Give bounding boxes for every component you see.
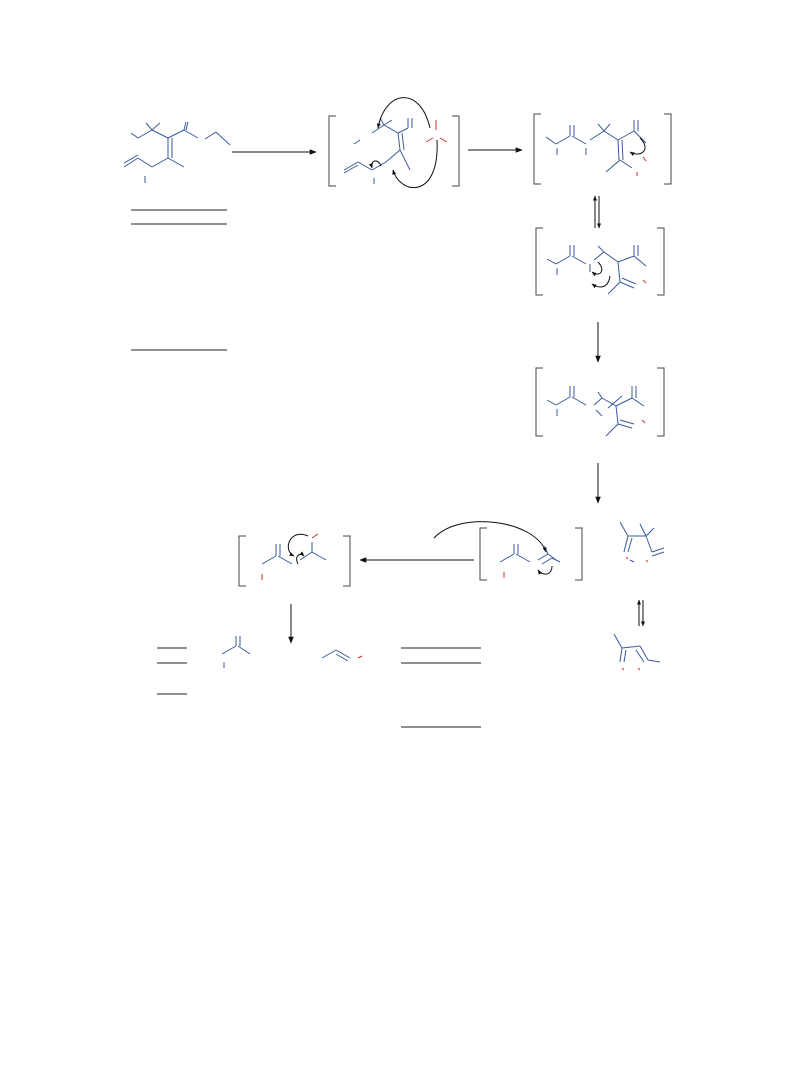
electron-push-arrow [368, 160, 382, 169]
fragmentation-intermediate-structure [499, 544, 561, 565]
intermediate-1-bracket [328, 115, 460, 187]
electron-push-arrow [433, 521, 547, 553]
reagent-rules-left [131, 209, 227, 351]
byproduct-ester-heteroatom [357, 655, 363, 659]
electron-push-arrow [591, 275, 611, 289]
intermediate-3-heteroatom [642, 279, 647, 284]
intermediate-1-heteroatoms [425, 120, 448, 143]
electron-push-arrow [376, 97, 431, 129]
dihydroisoxazole-heteroatoms [625, 556, 649, 563]
electron-push-arrow [537, 565, 553, 575]
reagent-rules-lower [157, 647, 481, 728]
isoxazole-product-structure [613, 633, 661, 663]
electron-push-arrow [296, 551, 305, 565]
intermediate-2-heteroatoms [636, 156, 647, 176]
electron-push-arrow [287, 533, 309, 557]
electron-push-arrow [629, 137, 646, 157]
side-intermediate-structure [261, 542, 327, 565]
fragmentation-intermediate-bracket [479, 527, 583, 581]
electron-push-arrow [591, 261, 603, 277]
intermediate-4-structure [546, 386, 645, 437]
intermediate-2-bracket [533, 113, 672, 185]
byproduct-amide-structure [221, 636, 251, 668]
equilibrium-arrow [637, 599, 645, 627]
electron-push-arrow [392, 139, 438, 189]
equilibrium-arrow [593, 195, 601, 229]
intermediate-4-heteroatom [641, 419, 646, 424]
isoxazole-product-heteroatoms [621, 667, 641, 671]
intermediate-3-structure [546, 245, 647, 295]
intermediate-4-bracket [535, 367, 665, 437]
side-intermediate-bracket [238, 535, 351, 587]
starting-material-structure [123, 121, 231, 183]
intermediate-3-bracket [535, 227, 665, 296]
intermediate-2-structure [545, 120, 647, 173]
byproduct-ester-structure [321, 649, 351, 662]
side-intermediate-heteroatoms [261, 533, 319, 580]
dihydroisoxazole-structure [619, 521, 665, 563]
intermediate-1-structure [343, 117, 413, 184]
